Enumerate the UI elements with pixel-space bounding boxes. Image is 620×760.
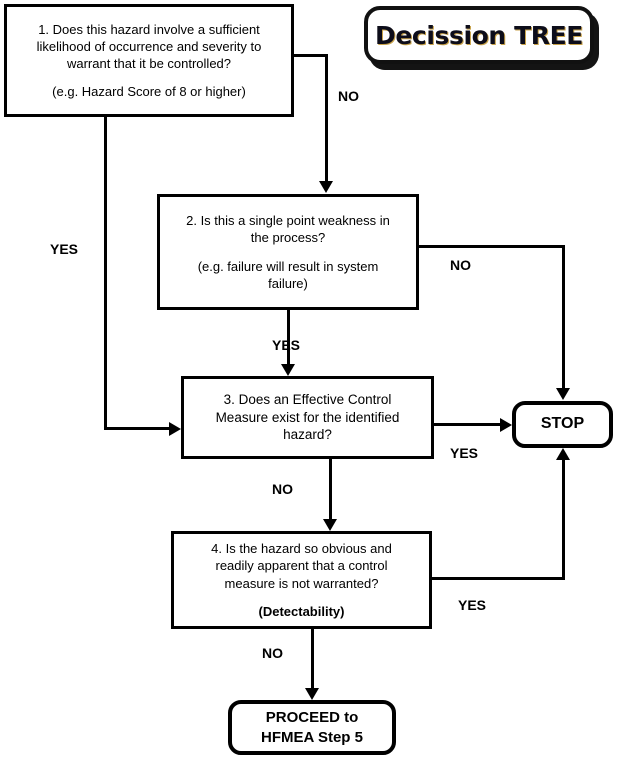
- stop-label: STOP: [540, 415, 585, 433]
- connector-q2-no-vertical: [562, 245, 565, 389]
- question-4-line-2: readily apparent that a control: [215, 558, 388, 574]
- question-2-line-2: the process?: [250, 230, 326, 246]
- question-1-line-3: warrant that it be controlled?: [66, 56, 232, 71]
- arrow-q2-no-to-stop: [556, 388, 570, 400]
- arrow-q4-no-to-proceed: [305, 688, 319, 700]
- question-1-line-2: likelihood of occurrence and severity to: [36, 38, 262, 54]
- question-3-line-1: 3. Does an Effective Control: [223, 391, 392, 407]
- question-4-box: 4. Is the hazard so obvious and readily …: [171, 531, 432, 629]
- edge-label-q3-no: NO: [272, 481, 293, 497]
- connector-q4-yes-horizontal: [430, 577, 565, 580]
- connector-q2-no-horizontal: [417, 245, 565, 248]
- diagram-title-text: Decission TREE: [375, 20, 583, 50]
- proceed-line-2: HFMEA Step 5: [261, 728, 363, 746]
- question-3-box: 3. Does an Effective Control Measure exi…: [181, 376, 434, 459]
- connector-q2-yes-vertical: [287, 308, 290, 365]
- connector-q3-no-vertical: [329, 457, 332, 520]
- question-2-example-1: (e.g. failure will result in system: [197, 258, 379, 274]
- proceed-terminator: PROCEED to HFMEA Step 5: [228, 700, 396, 755]
- question-4-line-1: 4. Is the hazard so obvious and: [211, 541, 392, 557]
- connector-q3-yes-horizontal: [432, 423, 505, 426]
- edge-label-q4-no: NO: [262, 645, 283, 661]
- connector-q4-no-vertical: [311, 627, 314, 689]
- arrow-q2-yes-to-q3: [281, 364, 295, 376]
- arrow-q1-no-to-q2: [319, 181, 333, 193]
- edge-label-q1-yes: YES: [50, 241, 79, 257]
- question-1-example: (e.g. Hazard Score of 8 or higher): [52, 84, 246, 100]
- question-2-example-2: failure): [268, 275, 308, 291]
- connector-q1-no-vertical: [325, 54, 328, 182]
- connector-q1-yes-horizontal: [104, 427, 172, 430]
- question-2-line-1: 2. Is this a single point weakness in: [186, 213, 390, 229]
- edge-label-q3-yes: YES: [450, 445, 479, 461]
- diagram-title-plaque: Decission TREE: [364, 6, 594, 64]
- edge-label-q2-yes: YES: [272, 337, 301, 353]
- question-1-line-1: 1. Does this hazard involve a sufficient: [38, 21, 260, 37]
- arrow-q3-yes-to-stop: [500, 418, 512, 432]
- edge-label-q4-yes: YES: [458, 597, 487, 613]
- question-4-note: (Detectability): [258, 603, 345, 619]
- question-4-line-3: measure is not warranted?: [224, 575, 379, 591]
- proceed-line-1: PROCEED to: [265, 709, 359, 726]
- arrow-q1-yes-to-q3: [169, 422, 181, 436]
- stop-terminator: STOP: [512, 401, 613, 448]
- arrow-q4-yes-to-stop: [556, 448, 570, 460]
- connector-q1-yes-vertical: [104, 115, 107, 430]
- question-3-line-3: hazard?: [283, 427, 332, 443]
- edge-label-q1-no: NO: [338, 88, 359, 104]
- edge-label-q2-no: NO: [450, 257, 471, 273]
- connector-q4-yes-vertical: [562, 459, 565, 578]
- question-1-box: 1. Does this hazard involve a sufficient…: [4, 4, 294, 117]
- connector-q1-no-horizontal: [291, 54, 328, 57]
- question-3-line-2: Measure exist for the identified: [215, 409, 400, 425]
- arrow-q3-no-to-q4: [323, 519, 337, 531]
- question-2-box: 2. Is this a single point weakness in th…: [157, 194, 419, 310]
